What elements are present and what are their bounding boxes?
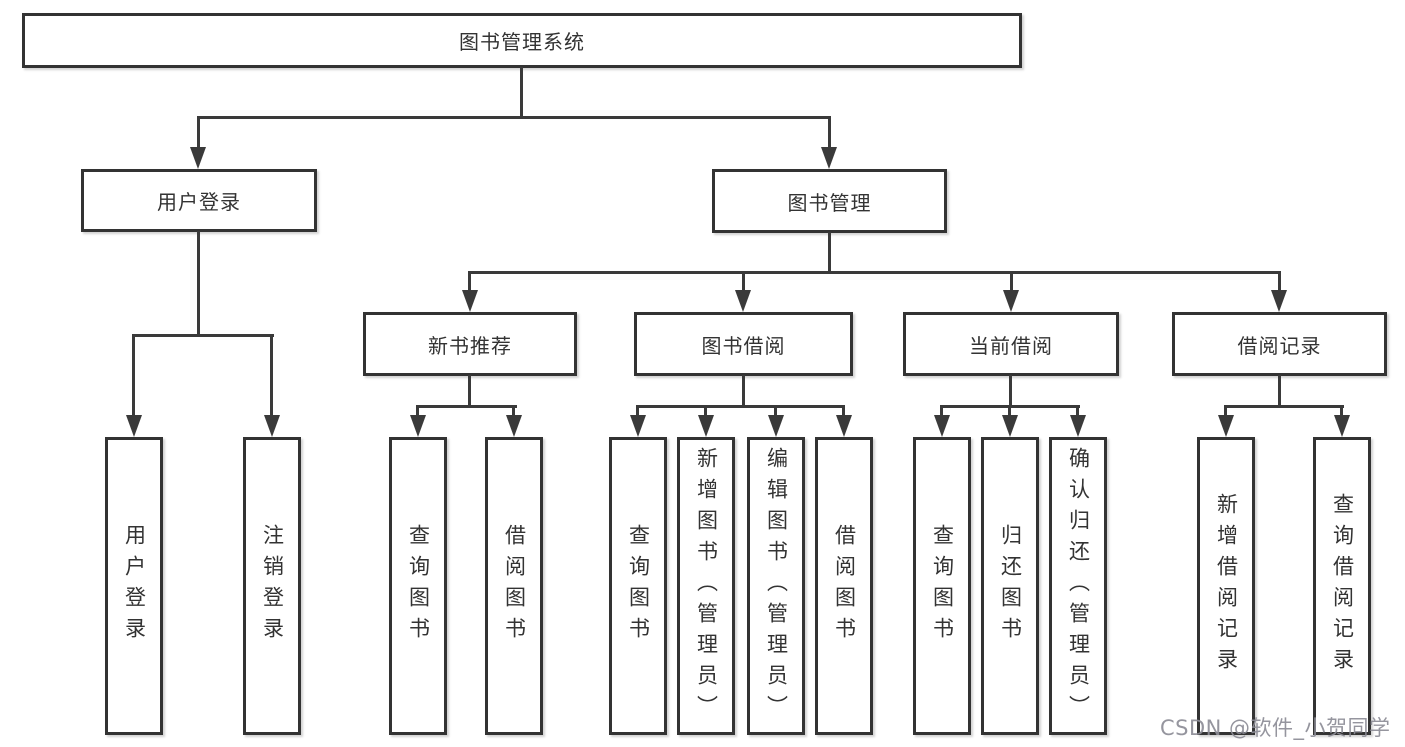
arrow-down-icon [462,290,478,312]
leaf-query-borrow-record: 查询借阅记录 [1313,437,1371,735]
leaf-label: 用户登录 [122,524,147,648]
leaf-query-books-current: 查询图书 [913,437,971,735]
connector-line [1224,405,1227,416]
leaf-borrow-books-recommend: 借阅图书 [485,437,543,735]
arrow-down-icon [1070,415,1086,437]
node-label: 新书推荐 [428,333,512,358]
connector-line [742,375,745,408]
node-label: 图书管理系统 [459,30,585,54]
connector-line [520,67,523,117]
arrow-down-icon [1334,415,1350,437]
leaf-edit-books-admin: 编辑图书（管理员） [747,437,805,735]
leaf-return-books: 归还图书 [981,437,1039,735]
arrow-down-icon [821,147,837,169]
leaf-label: 归还图书 [998,524,1023,648]
node-book-borrowing: 图书借阅 [634,312,853,376]
connector-line [468,271,1280,274]
leaf-label: 确认归还（管理员） [1066,446,1091,726]
connector-line [197,116,831,119]
connector-line [1340,405,1343,416]
connector-line [1009,375,1012,408]
node-borrowing-records: 借阅记录 [1172,312,1387,376]
node-label: 借阅记录 [1237,333,1322,358]
leaf-label: 查询图书 [930,524,955,648]
arrow-down-icon [1271,290,1287,312]
connector-line [704,405,707,416]
leaf-label: 查询借阅记录 [1330,493,1355,679]
node-label: 用户登录 [157,190,241,214]
connector-line [132,334,274,337]
leaf-label: 查询图书 [626,524,651,648]
leaf-label: 借阅图书 [502,524,527,648]
node-label: 图书借阅 [701,333,786,358]
arrow-down-icon [630,415,646,437]
connector-line [1076,405,1079,416]
connector-line [742,271,745,292]
connector-line [270,334,273,415]
node-label: 图书管理 [787,190,872,215]
leaf-add-books-admin: 新增图书（管理员） [677,437,735,735]
leaf-user-login: 用户登录 [105,437,163,735]
connector-line [197,231,200,337]
connector-line [468,375,471,408]
connector-line [828,116,831,149]
arrow-down-icon [768,415,784,437]
leaf-label: 注销登录 [260,524,285,648]
arrow-down-icon [1218,415,1234,437]
arrow-down-icon [698,415,714,437]
leaf-query-books-borrowing: 查询图书 [609,437,667,735]
connector-line [1008,405,1011,416]
arrow-down-icon [190,147,206,169]
arrow-down-icon [836,415,852,437]
arrow-down-icon [1002,415,1018,437]
leaf-label: 编辑图书（管理员） [764,446,789,726]
connector-line [1278,271,1281,292]
connector-line [774,405,777,416]
connector-line [636,405,639,416]
leaf-query-books-recommend: 查询图书 [389,437,447,735]
arrow-down-icon [735,290,751,312]
arrow-down-icon [934,415,950,437]
arrow-down-icon [506,415,522,437]
connector-line [512,405,515,416]
leaf-label: 新增借阅记录 [1214,493,1239,679]
connector-line [416,405,419,416]
node-user-login: 用户登录 [81,169,317,232]
watermark: CSDN @软件_小贺同学 [1160,716,1391,740]
connector-line [197,116,200,149]
connector-line [842,405,845,416]
connector-line [132,334,135,415]
arrow-down-icon [1003,290,1019,312]
connector-line [940,405,943,416]
leaf-confirm-return-admin: 确认归还（管理员） [1049,437,1107,735]
connector-line [1278,375,1281,408]
leaf-add-borrow-record: 新增借阅记录 [1197,437,1255,735]
connector-line [636,405,845,408]
leaf-label: 查询图书 [406,524,431,648]
leaf-logout: 注销登录 [243,437,301,735]
arrow-down-icon [126,415,142,437]
connector-line [1010,271,1013,292]
connector-line [828,232,831,274]
connector-line [416,405,517,408]
leaf-label: 新增图书（管理员） [694,446,719,726]
leaf-label: 借阅图书 [832,524,857,648]
node-library-system: 图书管理系统 [22,13,1022,68]
node-label: 当前借阅 [969,333,1053,358]
node-current-borrowing: 当前借阅 [903,312,1119,376]
arrow-down-icon [410,415,426,437]
arrow-down-icon [264,415,280,437]
node-new-book-recommend: 新书推荐 [363,312,577,376]
leaf-borrow-books: 借阅图书 [815,437,873,735]
connector-line [468,271,471,292]
connector-line [1224,405,1344,408]
node-book-management: 图书管理 [712,169,947,233]
